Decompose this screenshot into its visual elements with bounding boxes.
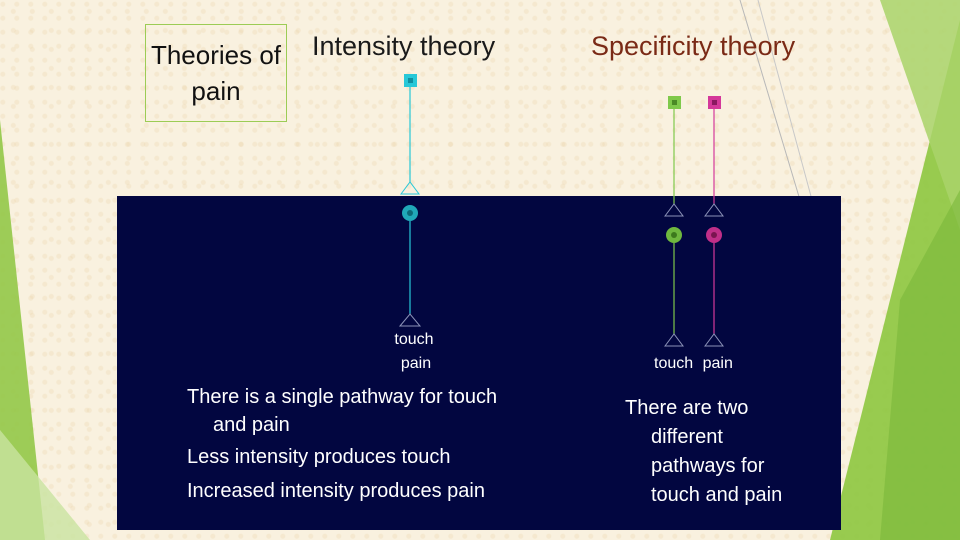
specificity-heading: Specificity theory xyxy=(591,31,796,61)
intensity-label-touch: touch xyxy=(394,331,434,348)
touch-synapse-lower xyxy=(664,333,684,347)
specificity-pain-pathway xyxy=(704,96,724,347)
intensity-desc-line2: Less intensity produces touch xyxy=(187,446,451,468)
intensity-desc-line3: Increased intensity produces pain xyxy=(187,480,485,502)
specificity-desc-line4: touch and pain xyxy=(651,484,783,506)
pain-synapse-upper xyxy=(704,203,724,217)
slide-title-text: Theories of pain xyxy=(150,40,282,106)
intensity-synapse-lower xyxy=(398,313,422,327)
deco-line-1 xyxy=(739,0,801,201)
deco-triangle-right-mid xyxy=(880,190,960,540)
specificity-description: There are two different pathways for tou… xyxy=(625,394,782,510)
intensity-description: There is a single pathway for touch and … xyxy=(187,382,497,506)
deco-triangle-right-top xyxy=(880,0,960,230)
intensity-label-pain: pain xyxy=(400,355,432,372)
intensity-desc-line1b: and pain xyxy=(213,414,290,436)
intensity-output-label: touch pain xyxy=(394,328,434,376)
intensity-synapse-upper xyxy=(400,181,420,195)
slide-title: Theories of pain xyxy=(145,24,287,122)
specificity-desc-line2: different xyxy=(651,426,723,448)
specificity-desc-line3: pathways for xyxy=(651,455,765,477)
pain-receptor-core xyxy=(712,100,717,105)
pain-synapse-lower xyxy=(704,333,724,347)
deco-triangle-left xyxy=(0,120,45,540)
deco-triangle-left-light xyxy=(0,430,90,540)
intensity-receptor-core xyxy=(408,78,413,83)
intensity-cell-nucleus xyxy=(407,210,413,216)
specificity-label-touch: touch xyxy=(654,355,694,372)
specificity-label-pain: pain xyxy=(702,355,733,372)
pain-cell-nucleus xyxy=(711,232,717,238)
deco-line-2 xyxy=(757,0,813,201)
intensity-desc-line1: There is a single pathway for touch xyxy=(187,386,498,408)
touch-synapse-upper xyxy=(664,203,684,217)
specificity-touch-pathway xyxy=(664,96,684,347)
touch-receptor-core xyxy=(672,100,677,105)
touch-cell-nucleus xyxy=(671,232,677,238)
intensity-pathway xyxy=(398,74,422,327)
dark-panel xyxy=(117,196,841,530)
specificity-output-labels: touch pain xyxy=(654,352,733,376)
intensity-heading: Intensity theory xyxy=(312,31,496,61)
specificity-desc-line1: There are two xyxy=(625,397,749,419)
